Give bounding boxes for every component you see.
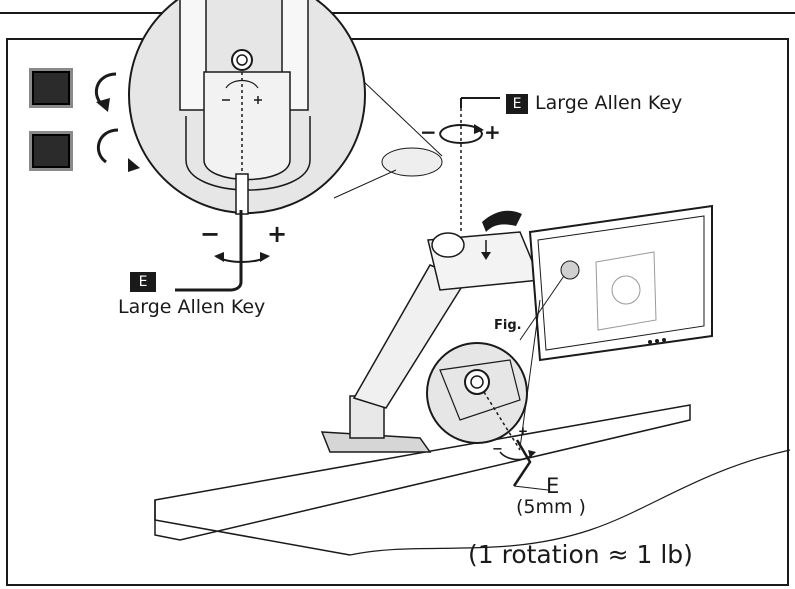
plus-sign-upper: + <box>484 120 501 144</box>
monitor-arm <box>320 210 542 453</box>
large-allen-key-label-left: Large Allen Key <box>118 296 266 318</box>
frame <box>6 38 789 586</box>
callout-dot <box>560 260 580 280</box>
lower-left-allen-key <box>175 210 243 292</box>
five-mm-label: (5mm ) <box>516 496 586 518</box>
minus-sign-upper: − <box>420 120 437 144</box>
e-letter-small: E <box>546 474 560 498</box>
minus-sign-left: − <box>200 220 221 248</box>
plus-sign-left: + <box>267 220 288 248</box>
plus-sign-small: + <box>518 424 529 438</box>
callout-line-d <box>519 269 569 341</box>
e-leader-line <box>513 485 549 491</box>
legend-square-increase <box>29 131 73 171</box>
upper-allen-key <box>460 97 500 108</box>
pivot-disk <box>381 147 443 177</box>
large-allen-key-label-upper: Large Allen Key <box>535 92 683 114</box>
badge-e-left: E <box>130 272 156 292</box>
callout-line-b <box>333 169 397 199</box>
small-allen-key <box>512 439 532 487</box>
detail-circle-small <box>426 342 528 451</box>
upper-rotation-arrow <box>439 124 484 144</box>
legend-square-decrease <box>29 68 73 108</box>
callout-line-c <box>519 299 541 449</box>
fig-label: Fig. <box>494 318 522 333</box>
desk-illustration <box>154 404 791 556</box>
counterclockwise-arrow-icon <box>94 72 117 112</box>
detail-circle-large <box>128 0 366 215</box>
monitor-illustration <box>528 204 713 362</box>
badge-e-upper: E <box>506 94 528 114</box>
minus-sign-small: − <box>492 442 503 457</box>
clockwise-arrow-icon <box>96 128 140 172</box>
rotation-note: (1 rotation ≈ 1 lb) <box>468 540 693 569</box>
